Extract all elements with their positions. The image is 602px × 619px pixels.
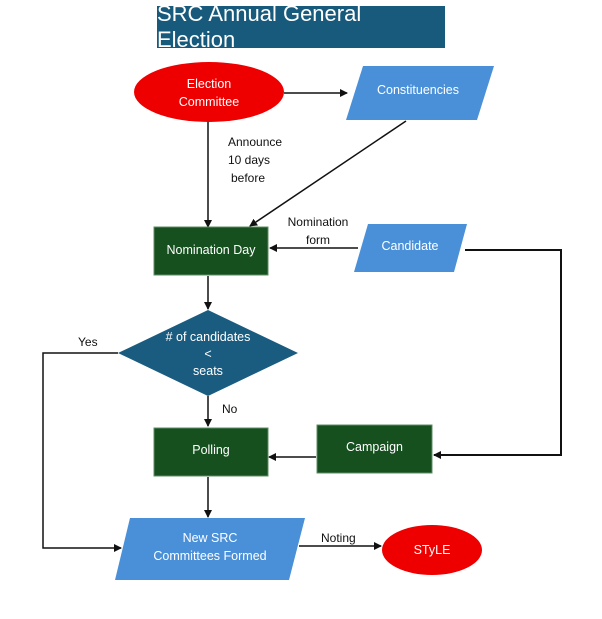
announce-line2: 10 days (228, 153, 271, 167)
edge-candidate-to-campaign (433, 249, 562, 459)
node-constituencies[interactable] (346, 66, 494, 120)
diagram-title: SRC Annual General Election (157, 1, 445, 52)
node-election-committee[interactable] (134, 62, 284, 122)
nomination-day-label: Nomination Day (166, 243, 256, 257)
announce-label: Announce 10 days before (228, 133, 282, 187)
edge-constituencies-to-nomination-day (249, 120, 407, 227)
election-committee-label: Election Committee (134, 74, 284, 112)
new-committees-line1: New SRC (182, 531, 238, 545)
node-style[interactable] (382, 525, 482, 575)
node-polling[interactable] (153, 427, 269, 477)
decision-line3: seats (193, 363, 223, 378)
node-decision[interactable] (118, 310, 298, 396)
decision-line1: # of candidates (165, 329, 251, 344)
announce-line3: before (231, 171, 266, 185)
node-nomination-day[interactable] (153, 226, 269, 276)
candidate-label: Candidate (381, 239, 439, 253)
decision-label: # of candidates < seats (138, 328, 278, 380)
no-label: No (222, 402, 238, 416)
edge-decision-yes-to-new-committees (42, 352, 122, 552)
noting-label: Noting (321, 531, 356, 545)
election-committee-line1: Election (186, 77, 232, 91)
constituencies-label: Constituencies (377, 83, 459, 97)
yes-label: Yes (78, 335, 98, 349)
node-campaign[interactable] (316, 424, 433, 474)
style-label: STyLE (413, 543, 451, 557)
node-candidate[interactable] (354, 224, 467, 272)
nomination-form-line1: Nomination (287, 215, 349, 229)
nomination-form-label: Nomination form (283, 213, 353, 249)
announce-line1: Announce (228, 135, 283, 149)
node-new-committees[interactable] (115, 518, 305, 580)
nomination-form-line2: form (306, 233, 330, 247)
new-committees-line2: Committees Formed (153, 549, 267, 563)
polling-label: Polling (192, 443, 230, 457)
new-committees-label: New SRC Committees Formed (130, 527, 290, 567)
election-committee-line2: Committee (178, 95, 240, 109)
campaign-label: Campaign (346, 440, 403, 454)
decision-line2: < (204, 346, 212, 361)
